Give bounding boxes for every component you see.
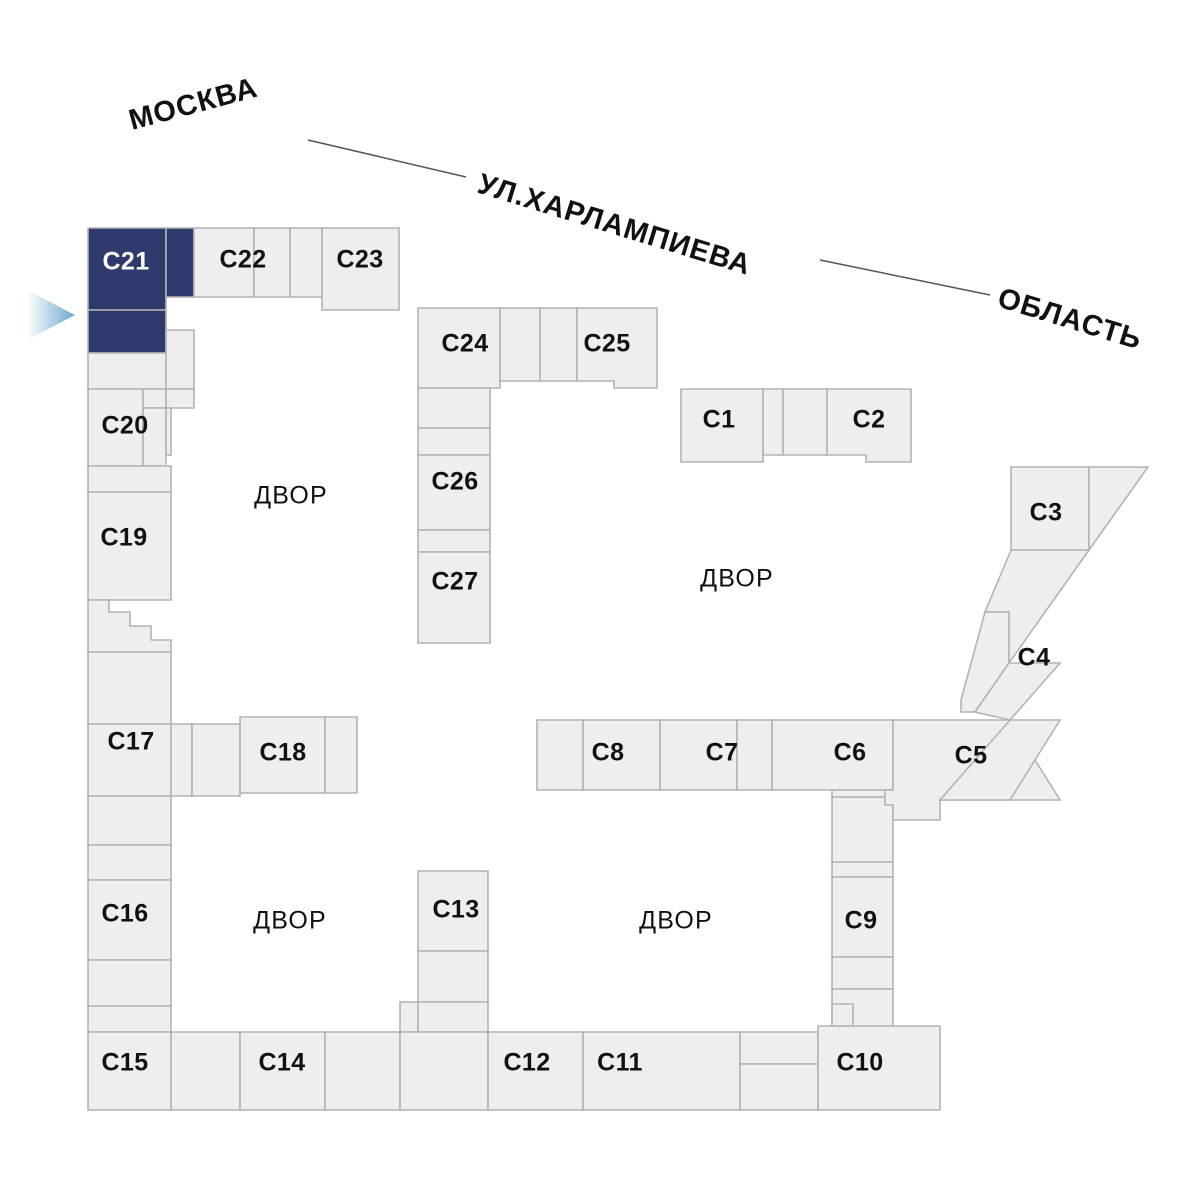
building-block-c21-lower[interactable] xyxy=(87,309,167,354)
street-leader-line-left xyxy=(307,139,467,178)
direction-label-region: ОБЛАСТЬ xyxy=(994,282,1146,356)
building-block-c16-lower-b[interactable] xyxy=(87,1005,172,1033)
building-block-c26-lower[interactable] xyxy=(417,529,491,553)
building-block-c20-b[interactable] xyxy=(142,388,167,409)
building-label-c11: C11 xyxy=(597,1049,643,1077)
building-block-c14-ext[interactable] xyxy=(324,1031,401,1111)
building-block-c21-c20-link-wing[interactable] xyxy=(165,329,195,390)
building-block-c9-top[interactable] xyxy=(831,796,894,863)
building-block-c2[interactable] xyxy=(826,388,912,463)
building-block-c17-ext-a[interactable] xyxy=(170,723,193,797)
building-label-c27: C27 xyxy=(431,568,478,596)
building-block-c21-wing[interactable] xyxy=(165,227,195,298)
building-block-c22-c[interactable] xyxy=(289,227,323,298)
building-label-c4: C4 xyxy=(1018,644,1051,672)
building-block-c12-a[interactable] xyxy=(399,1031,489,1111)
building-block-c5-angled[interactable] xyxy=(938,719,1062,801)
building-block-c19-step[interactable] xyxy=(87,599,172,653)
building-block-c3-angled[interactable] xyxy=(1088,466,1150,553)
building-block-c7-ext[interactable] xyxy=(736,719,773,791)
building-label-c19: C19 xyxy=(100,524,147,552)
building-block-c13-foot-b[interactable] xyxy=(417,1001,489,1033)
building-block-c20-lower[interactable] xyxy=(87,465,172,493)
position-arrow-icon xyxy=(27,290,75,340)
building-block-c15-ext[interactable] xyxy=(170,1031,241,1111)
building-label-c2: C2 xyxy=(853,406,886,434)
building-block-c24[interactable] xyxy=(417,307,501,389)
building-block-c1-ext[interactable] xyxy=(762,388,784,456)
building-label-c17: C17 xyxy=(107,728,154,756)
building-block-c20-wing[interactable] xyxy=(165,388,195,409)
building-label-c1: C1 xyxy=(703,406,736,434)
building-block-c6-stem[interactable] xyxy=(831,789,894,798)
building-label-c23: C23 xyxy=(336,246,383,274)
building-block-c17-upper[interactable] xyxy=(87,651,172,725)
building-block-c1[interactable] xyxy=(680,388,764,463)
building-block-c19[interactable] xyxy=(87,491,172,601)
yard-label: ДВОР xyxy=(700,565,774,593)
yard-label: ДВОР xyxy=(254,482,328,510)
building-label-c9: C9 xyxy=(845,907,878,935)
building-label-c8: C8 xyxy=(592,739,625,767)
building-block-c24-ext-b[interactable] xyxy=(539,307,578,382)
building-label-c24: C24 xyxy=(441,330,488,358)
building-block-c17-ext-b[interactable] xyxy=(191,723,241,797)
building-block-c26-upper-a[interactable] xyxy=(417,387,491,429)
yard-label: ДВОР xyxy=(639,907,713,935)
building-block-c25[interactable] xyxy=(576,307,658,389)
building-label-c21: C21 xyxy=(102,248,149,276)
building-block-c26-upper-b[interactable] xyxy=(417,427,491,456)
building-label-c3: C3 xyxy=(1030,499,1063,527)
building-block-c2-ext[interactable] xyxy=(782,388,828,456)
building-block-c13-foot[interactable] xyxy=(399,1001,419,1033)
yard-labels-group: ДВОР ДВОР ДВОР ДВОР xyxy=(253,482,774,935)
building-block-c24-ext-a[interactable] xyxy=(499,307,541,382)
yard-label: ДВОР xyxy=(253,907,327,935)
building-block-c20-wing-b[interactable] xyxy=(165,407,172,456)
building-block-c9-lower-a[interactable] xyxy=(831,956,894,990)
building-block-c6[interactable] xyxy=(771,719,894,791)
building-labels-group: C1 C2 C3 C4 C5 C6 C7 C8 C9 C10 C11 C12 C… xyxy=(100,246,1062,1077)
street-leader-line-right xyxy=(819,259,991,296)
building-label-c22: C22 xyxy=(219,246,266,274)
building-block-c11-ext-b[interactable] xyxy=(739,1063,819,1111)
building-block-c27[interactable] xyxy=(417,551,491,644)
building-label-c16: C16 xyxy=(101,900,148,928)
building-block-c9-notch[interactable] xyxy=(831,1003,854,1027)
building-label-c14: C14 xyxy=(258,1049,305,1077)
building-block-c23[interactable] xyxy=(321,227,400,311)
building-label-c5: C5 xyxy=(955,742,988,770)
building-label-c10: C10 xyxy=(836,1049,883,1077)
building-label-c13: C13 xyxy=(432,896,479,924)
building-block-c16-lower-a[interactable] xyxy=(87,959,172,1007)
building-block-c11-ext-a[interactable] xyxy=(739,1031,819,1065)
building-block-c21-c20-link[interactable] xyxy=(87,352,167,390)
building-label-c20: C20 xyxy=(101,412,148,440)
building-block-c18-ext[interactable] xyxy=(324,716,358,794)
building-label-c12: C12 xyxy=(503,1049,550,1077)
building-block-c8-ext[interactable] xyxy=(536,719,584,791)
building-label-c6: C6 xyxy=(834,739,867,767)
building-block-c10[interactable] xyxy=(817,1025,941,1111)
building-block-c17-c16-link-a[interactable] xyxy=(87,795,172,846)
building-block-c13-lower[interactable] xyxy=(417,950,489,1003)
building-block-c9-band[interactable] xyxy=(831,861,894,878)
direction-label-moscow: МОСКВА xyxy=(126,72,262,137)
street-name-label: УЛ.ХАРЛАМПИЕВА xyxy=(474,168,755,282)
building-label-c18: C18 xyxy=(259,739,306,767)
building-label-c26: C26 xyxy=(431,468,478,496)
building-label-c25: C25 xyxy=(583,330,630,358)
building-label-c7: C7 xyxy=(706,739,739,767)
building-block-c17-c16-link-b[interactable] xyxy=(87,844,172,881)
building-label-c15: C15 xyxy=(101,1049,148,1077)
